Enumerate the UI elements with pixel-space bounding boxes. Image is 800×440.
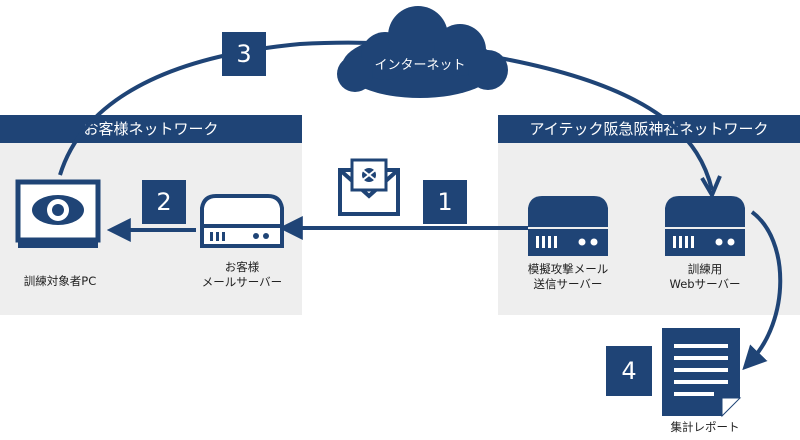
- customer-mail-server-label: お客様 メールサーバー: [190, 260, 294, 290]
- step-1-badge: 1: [423, 180, 467, 224]
- step-4-badge: 4: [606, 346, 652, 396]
- document-icon: [662, 328, 742, 418]
- customer-mail-server-label-line2: メールサーバー: [201, 275, 283, 289]
- send-server-label: 模擬攻撃メール 送信サーバー: [514, 262, 622, 292]
- web-server-label: 訓練用 Webサーバー: [652, 262, 758, 292]
- customer-mail-server-label-line1: お客様: [224, 260, 260, 274]
- server-icon: [528, 196, 608, 256]
- web-server-label-line2: Webサーバー: [669, 277, 741, 291]
- step-3-badge: 3: [222, 32, 266, 76]
- web-server-label-line1: 訓練用: [687, 262, 723, 276]
- pc-label: 訓練対象者PC: [23, 274, 97, 288]
- itec-network-title: アイテック阪急阪神社ネットワーク: [498, 115, 800, 143]
- send-server-label-line2: 送信サーバー: [533, 277, 603, 291]
- step-2-badge: 2: [142, 180, 186, 224]
- internet-label: インターネット: [374, 58, 466, 73]
- server-icon: [200, 194, 284, 248]
- customer-network-title: お客様ネットワーク: [0, 115, 302, 143]
- malicious-mail-icon: [338, 158, 400, 216]
- cloud-icon: [337, 6, 508, 98]
- server-icon: [665, 196, 745, 256]
- report-label: 集計レポート: [670, 420, 740, 434]
- arc-arrow-head: [700, 175, 722, 200]
- report-arrow: [742, 210, 783, 371]
- eye-icon: [15, 179, 101, 248]
- send-server-label-line1: 模擬攻撃メール: [527, 262, 609, 276]
